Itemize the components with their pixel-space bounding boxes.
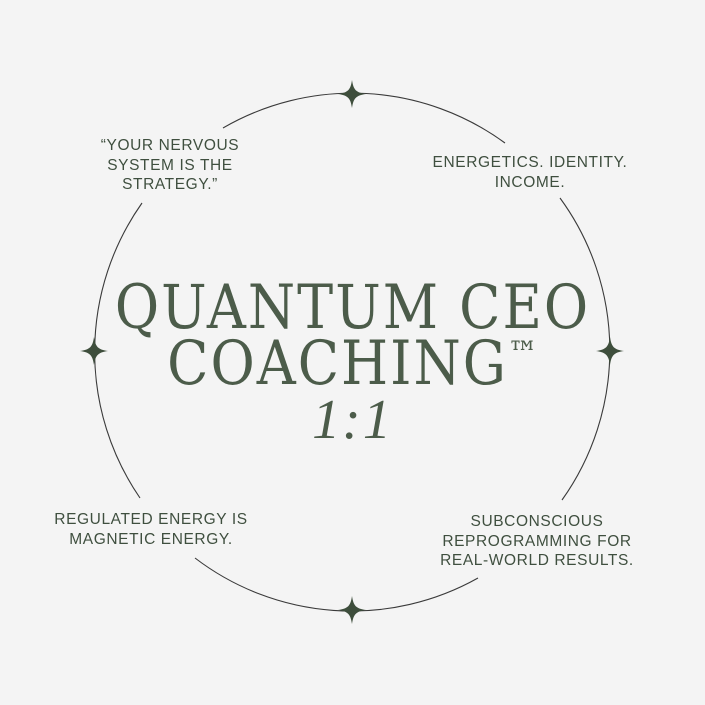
quote-bottom-left: REGULATED ENERGY IS MAGNETIC ENERGY. [54, 511, 248, 548]
title-text-1: QUANTUM CEO [114, 272, 591, 343]
title-subtitle: 1:1 [312, 389, 393, 451]
sparkle-star-icon-right [596, 337, 624, 365]
sparkle-star-icon-top [338, 80, 366, 108]
title-line-1: QUANTUM CEO [0, 272, 705, 343]
trademark-mark: ™ [507, 334, 538, 375]
quote-top-right: ENERGETICS. IDENTITY. INCOME. [432, 154, 628, 191]
quote-top-left: “YOUR NERVOUS SYSTEM IS THE STRATEGY.” [100, 137, 240, 193]
title-text-2: COACHING [167, 328, 508, 399]
quote-bottom-right: SUBCONSCIOUS REPROGRAMMING FOR REAL-WORL… [440, 513, 634, 569]
ring-arc-bottom [194, 557, 479, 612]
sparkle-star-icon-bottom [338, 596, 366, 624]
sparkle-star-icon-left [80, 337, 108, 365]
ring-arc-top [222, 92, 506, 144]
title-line-2: COACHING™ [0, 328, 705, 399]
